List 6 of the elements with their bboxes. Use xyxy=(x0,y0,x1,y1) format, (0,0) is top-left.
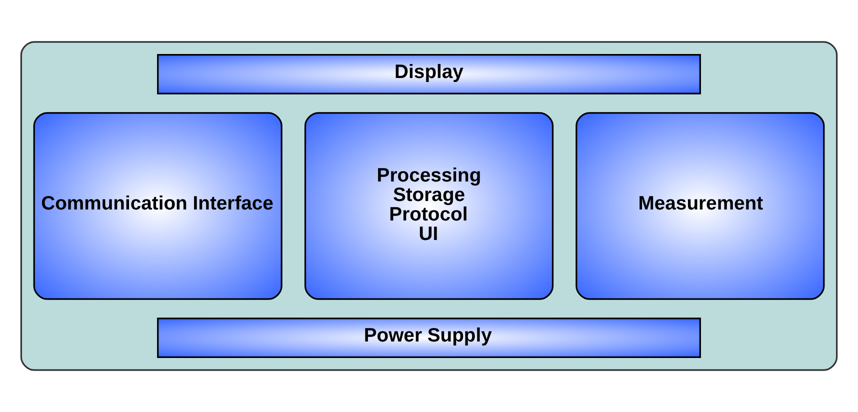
node-box: Communication Interface xyxy=(33,112,282,300)
cluster xyxy=(20,41,838,371)
node-box: Power Supply xyxy=(157,318,701,358)
node-box: Display xyxy=(157,54,701,94)
node-box: Measurement xyxy=(576,112,825,300)
node-box: Processing Storage Protocol UI xyxy=(304,112,554,300)
